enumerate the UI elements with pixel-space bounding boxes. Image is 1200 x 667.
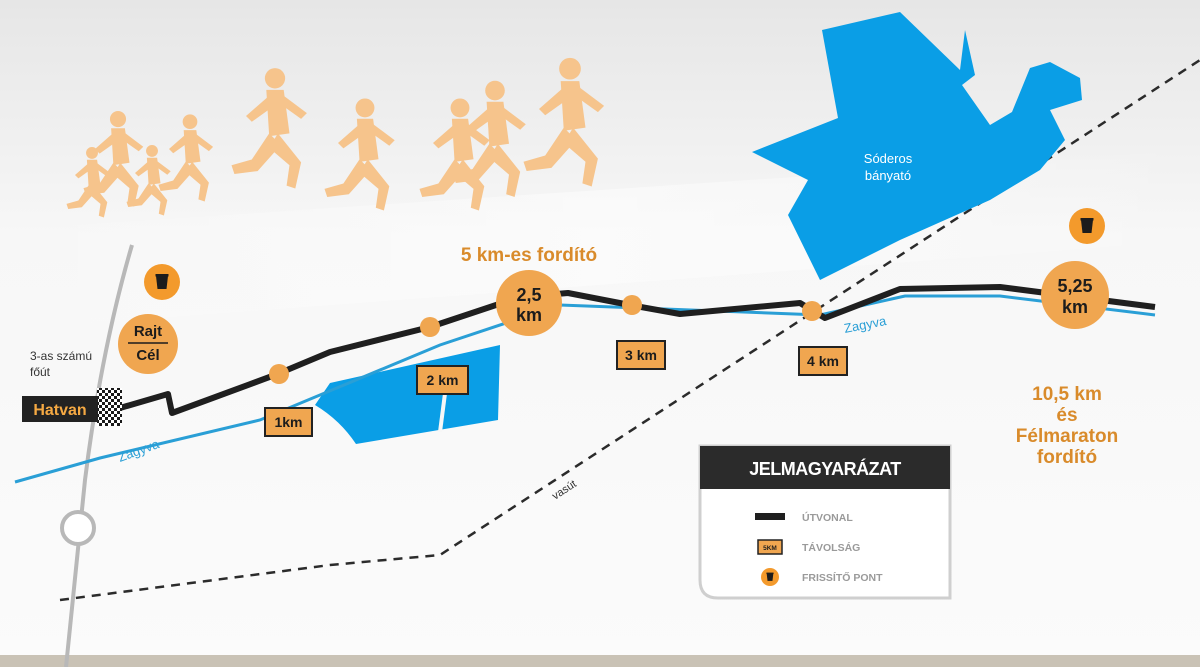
turnaround-5km-title: 5 km-es fordító bbox=[461, 245, 597, 266]
turnaround-5-25km-value: 5,25 bbox=[1057, 276, 1092, 296]
start-finish-marker[interactable]: Rajt Cél bbox=[118, 314, 178, 374]
legend-distance-label: TÁVOLSÁG bbox=[802, 541, 860, 554]
legend-title: JELMAGYARÁZAT bbox=[749, 458, 901, 479]
cup-icon bbox=[766, 572, 774, 581]
turnaround-2-5km[interactable]: 2,5 km bbox=[496, 270, 562, 336]
turnaround-5-25km[interactable]: 5,25 km bbox=[1041, 261, 1109, 329]
town-label-box bbox=[22, 396, 98, 422]
turnaround-5-25km-unit: km bbox=[1062, 297, 1088, 317]
refresh-point-end[interactable] bbox=[1069, 208, 1105, 244]
lake-label-line2: bányató bbox=[865, 168, 911, 183]
route-dot-2km bbox=[420, 317, 440, 337]
half-marathon-line3: Félmaraton bbox=[1016, 426, 1118, 447]
distance-marker-1km[interactable]: 1km bbox=[264, 407, 313, 437]
legend-header bbox=[700, 446, 950, 489]
legend: JELMAGYARÁZAT ÚTVONAL 5KM TÁVOLSÁG FRISS… bbox=[698, 444, 952, 600]
town-label: Hatvan bbox=[33, 402, 86, 419]
running-route bbox=[119, 284, 1156, 416]
lake-label-line1: Sóderos bbox=[864, 151, 913, 166]
finish-label: Cél bbox=[136, 347, 159, 364]
distance-marker-label: 1km bbox=[274, 414, 302, 430]
route-dot-1km bbox=[269, 364, 289, 384]
cup-icon bbox=[1080, 218, 1094, 233]
half-marathon-line2: és bbox=[1056, 405, 1077, 426]
legend-refresh-label: FRISSÍTŐ PONT bbox=[802, 571, 883, 584]
road-label-line1: 3-as számú bbox=[30, 349, 92, 363]
gravel-pit-lake bbox=[752, 12, 1082, 280]
turnaround-2-5km-unit: km bbox=[516, 305, 542, 325]
distance-marker-label: 2 km bbox=[427, 372, 459, 388]
half-marathon-line1: 10,5 km bbox=[1032, 384, 1102, 405]
legend-distance-swatch bbox=[757, 539, 783, 555]
checkered-flag-icon bbox=[97, 388, 122, 426]
distance-marker-3km[interactable]: 3 km bbox=[616, 340, 666, 370]
refresh-point-start[interactable] bbox=[144, 264, 180, 300]
cup-icon bbox=[155, 274, 169, 289]
distance-marker-2km[interactable]: 2 km bbox=[416, 365, 469, 395]
half-marathon-line4: fordító bbox=[1037, 447, 1097, 468]
roundabout bbox=[60, 510, 96, 546]
legend-route-swatch bbox=[755, 513, 785, 520]
route-dot-4km bbox=[802, 301, 822, 321]
turnaround-2-5km-value: 2,5 bbox=[516, 285, 541, 305]
bottom-strip bbox=[0, 655, 1200, 667]
distance-marker-label: 3 km bbox=[625, 347, 657, 363]
start-label: Rajt bbox=[134, 323, 162, 340]
legend-route-label: ÚTVONAL bbox=[802, 511, 853, 524]
legend-distance-sample: 5KM bbox=[763, 545, 777, 552]
distance-marker-4km[interactable]: 4 km bbox=[798, 346, 848, 376]
distance-marker-label: 4 km bbox=[807, 353, 839, 369]
road-label-line2: főút bbox=[30, 365, 51, 379]
route-dot-3km bbox=[622, 295, 642, 315]
